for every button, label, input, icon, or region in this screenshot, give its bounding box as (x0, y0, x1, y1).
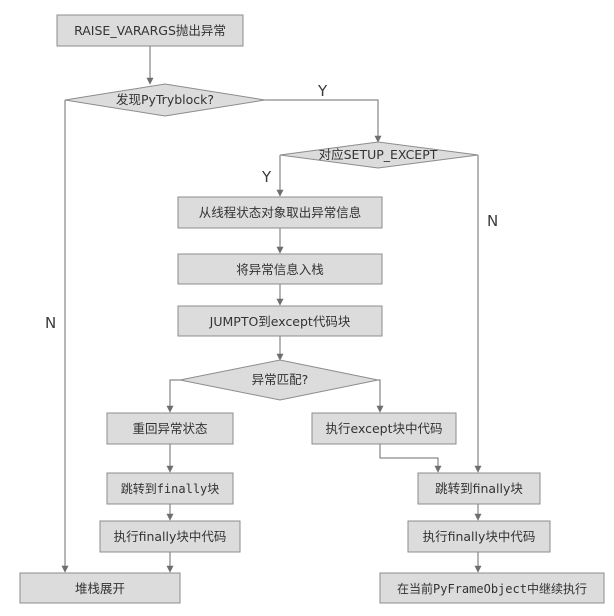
node-continue-frame-label: 在当前PyFrameObject中继续执行 (397, 581, 587, 596)
node-setup-except-label: 对应SETUP_EXCEPT (319, 147, 438, 162)
node-push-exception: 将异常信息入栈 (177, 253, 383, 285)
node-jump-finally-left: 跳转到finally块 (106, 472, 234, 505)
node-run-finally-right-label: 执行finally块中代码 (423, 529, 536, 544)
label-tryblock-no: N (45, 314, 56, 332)
node-setup-except: 对应SETUP_EXCEPT (279, 141, 479, 169)
node-jump-finally-left-label: 跳转到finally块 (121, 481, 220, 496)
node-run-finally-right: 执行finally块中代码 (407, 520, 551, 553)
edge-except-to-finally (379, 444, 442, 473)
node-unwind-stack: 堆栈展开 (19, 572, 181, 604)
node-restore-exception: 重回异常状态 (106, 412, 234, 445)
node-restore-exception-label: 重回异常状态 (132, 421, 207, 436)
node-unwind-stack-label: 堆栈展开 (75, 581, 125, 596)
node-jump-except-label: JUMPTO到except代码块 (209, 314, 351, 329)
edge-tryblock-yes (265, 99, 382, 143)
node-match-exception: 异常匹配? (179, 359, 379, 401)
edge-match-to-restore (166, 379, 180, 413)
edges (61, 46, 482, 573)
node-run-finally-left: 执行finally块中代码 (99, 520, 241, 553)
node-find-tryblock: 发现PyTryblock? (64, 83, 266, 117)
edge-match-to-except-block (376, 379, 384, 413)
branch-labels: Y N Y N (45, 82, 498, 332)
node-fetch-exception: 从线程状态对象取出异常信息 (177, 196, 383, 229)
node-push-exception-label: 将异常信息入栈 (236, 262, 324, 277)
node-run-except-block: 执行except块中代码 (311, 412, 457, 445)
node-jump-except: JUMPTO到except代码块 (177, 305, 383, 337)
node-raise: RAISE_VARARGS抛出异常 (56, 14, 244, 47)
label-setup-no: N (487, 212, 498, 230)
node-raise-label: RAISE_VARARGS抛出异常 (74, 23, 226, 38)
node-continue-frame: 在当前PyFrameObject中继续执行 (379, 572, 605, 604)
node-run-except-block-label: 执行except块中代码 (325, 421, 442, 436)
label-setup-yes: Y (261, 168, 272, 186)
label-tryblock-yes: Y (317, 82, 328, 100)
node-jump-finally-right: 跳转到finally块 (417, 472, 541, 505)
node-run-finally-left-label: 执行finally块中代码 (114, 529, 227, 544)
node-match-exception-label: 异常匹配? (252, 372, 309, 387)
node-jump-finally-right-label: 跳转到finally块 (435, 481, 523, 496)
node-find-tryblock-label: 发现PyTryblock? (116, 92, 214, 107)
node-fetch-exception-label: 从线程状态对象取出异常信息 (199, 205, 362, 220)
